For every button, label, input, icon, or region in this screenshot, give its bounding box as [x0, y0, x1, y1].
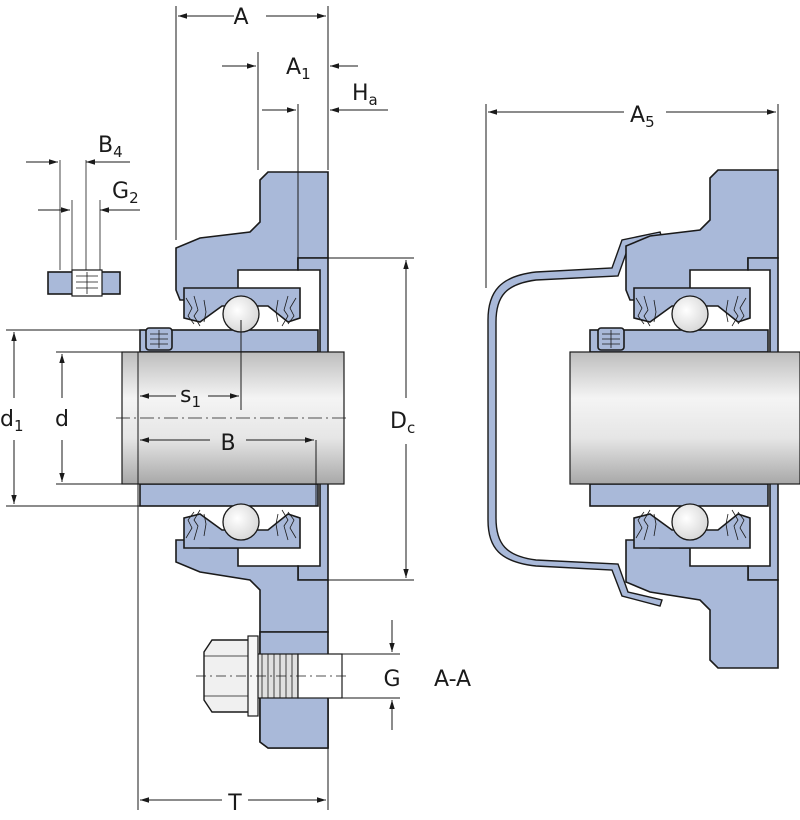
inset-set-screw — [47, 160, 121, 297]
shaft-right — [569, 351, 800, 485]
label-d1: d1 — [0, 407, 24, 435]
dimension-labels: A A1 Ha B4 G2 d1 d s1 B Dc G A-A T A5 — [0, 5, 655, 816]
label-A: A — [233, 5, 248, 30]
seal-lower-left — [185, 509, 207, 541]
inner-ring-lower-right — [589, 483, 769, 507]
label-G: G — [383, 667, 400, 692]
ball-lower — [222, 503, 260, 541]
ball-upper-right — [671, 295, 709, 333]
housing-upper — [175, 171, 329, 301]
seal-upper-right — [275, 295, 297, 327]
label-s1: s1 — [180, 383, 201, 411]
label-section-A-A: A-A — [434, 667, 471, 692]
label-B4: B4 — [98, 133, 123, 161]
left-view — [116, 171, 350, 749]
label-B: B — [220, 431, 235, 456]
label-G2: G2 — [112, 179, 139, 207]
housing-lower-right — [625, 539, 779, 669]
seal-upper-left — [185, 295, 207, 327]
label-A5: A5 — [630, 103, 655, 131]
label-Ha: Ha — [352, 81, 378, 109]
label-d: d — [55, 407, 69, 432]
label-Dc: Dc — [390, 409, 415, 437]
ball-lower-right — [671, 503, 709, 541]
inner-ring-lower — [139, 483, 319, 507]
label-A1: A1 — [286, 55, 311, 83]
label-T: T — [227, 791, 242, 816]
right-view — [487, 169, 800, 669]
dimension-lines — [6, 6, 779, 810]
seal-lower-right — [275, 509, 297, 541]
end-cap — [487, 231, 663, 607]
